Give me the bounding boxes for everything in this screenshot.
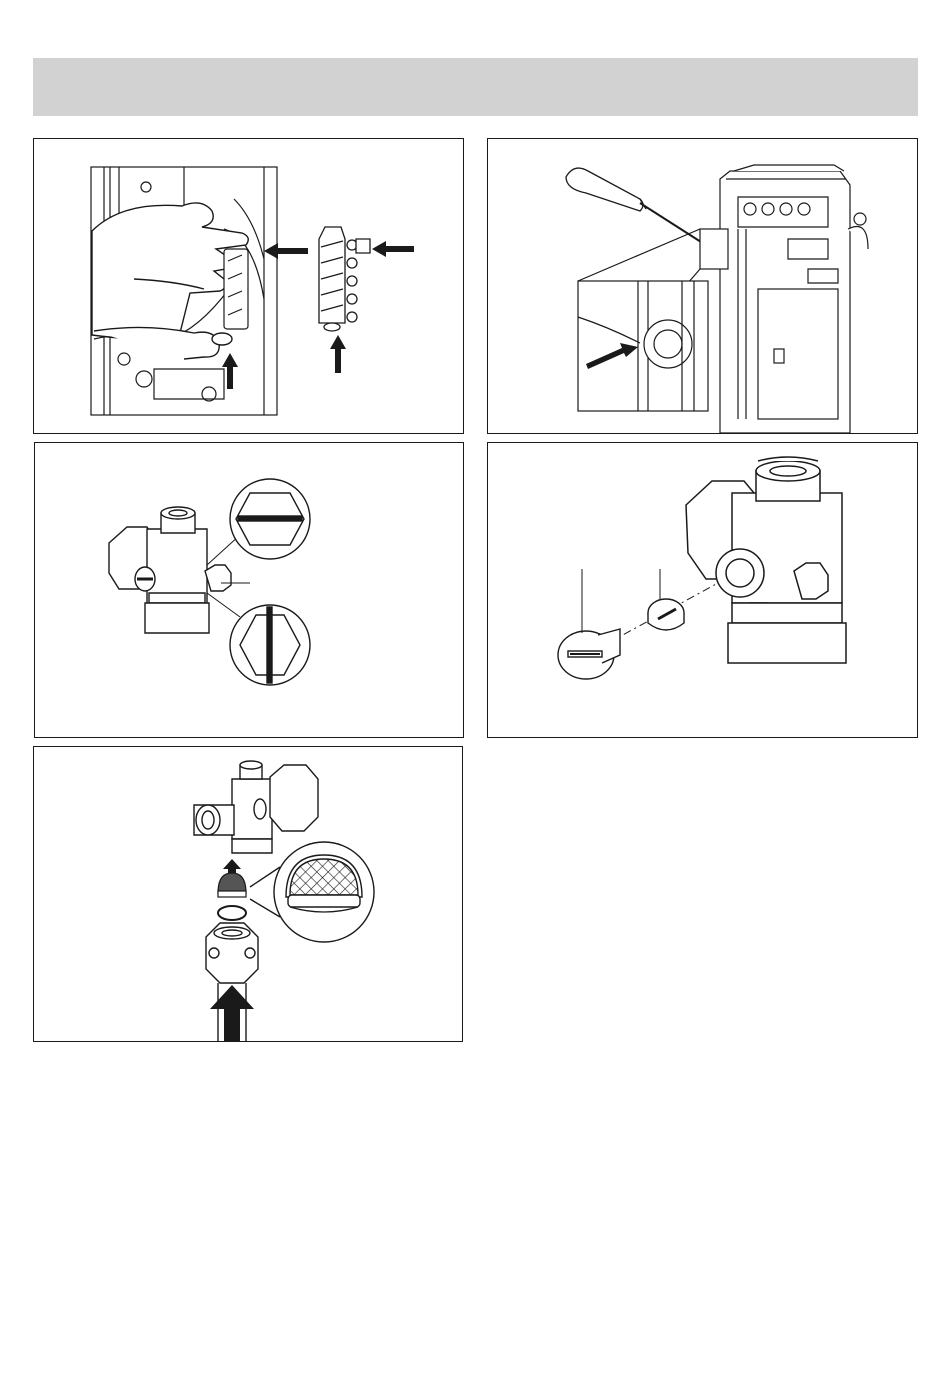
figure-panel-3 <box>34 442 464 738</box>
valve-icon <box>109 507 231 633</box>
leader-line-bottom <box>207 593 240 617</box>
figure-3-illustration <box>35 443 464 738</box>
detail-inset-icon <box>578 229 728 411</box>
figure-4-illustration <box>488 443 918 738</box>
slot-closed-icon <box>230 605 310 685</box>
figure-panel-2 <box>487 138 918 434</box>
filter-sieve-icon <box>218 873 246 897</box>
figure-5-illustration <box>34 747 463 1042</box>
header-bar <box>33 58 918 116</box>
valve-icon <box>194 761 318 853</box>
figure-1-illustration <box>34 139 464 434</box>
figure-panel-5 <box>33 746 463 1042</box>
screwdriver-icon <box>566 168 712 249</box>
appliance-icon <box>720 165 868 433</box>
filter-mesh-detail <box>288 859 360 912</box>
slot-open-icon <box>230 479 310 559</box>
terminal-block-in-hand-icon <box>224 249 248 329</box>
terminal-block-icon <box>319 227 370 331</box>
cap-icon <box>558 629 620 679</box>
valve-icon <box>686 457 846 663</box>
figure-panel-1 <box>33 138 464 434</box>
o-ring-icon <box>218 906 246 920</box>
figure-2-illustration <box>488 139 918 434</box>
insert-icon <box>648 599 684 630</box>
flow-arrow-icon <box>210 985 254 1041</box>
figure-panel-4 <box>487 442 918 738</box>
